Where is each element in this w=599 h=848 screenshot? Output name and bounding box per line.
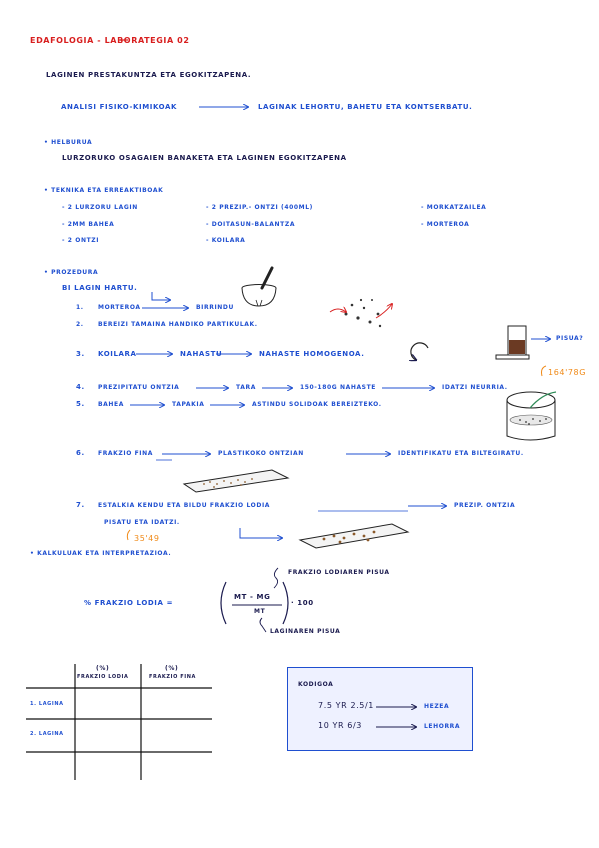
teknika-item: - MORTEROA — [421, 221, 470, 228]
step-text: ASTINDU SOLIDOAK BEREIZTEKO. — [252, 401, 382, 408]
sieve-icon — [506, 391, 557, 441]
mortar-icon — [241, 266, 277, 307]
step-text: 150-180g NAHASTE — [300, 384, 376, 391]
formula-drawing — [220, 567, 289, 633]
step-number: 2. — [76, 321, 84, 328]
step-text: TARA — [236, 384, 256, 391]
step-text: PREZIP. ONTZIA — [454, 502, 516, 509]
step-text: ESTALKIA KENDU ETA BILDU FRAKZIO LODIA — [98, 502, 271, 509]
kodigoa-heading: KODIGOA — [298, 681, 334, 688]
step-text: FRAKZIO FINA — [98, 450, 153, 457]
tray-coarse-icon — [298, 523, 410, 549]
step-text: IDATZI NEURRIA. — [442, 384, 508, 391]
teknika-item: - 2 ONTZI — [62, 237, 100, 244]
note-top: FRAKZIO LODIAREN PISUA — [288, 569, 390, 576]
step-text: MORTEROA — [98, 304, 141, 311]
kodigoa-meaning: LEHORRA — [424, 723, 461, 730]
kalkuluak-heading: • KALKULUAK ETA INTERPRETAZIOA. — [30, 550, 172, 557]
step-number: 1. — [76, 304, 84, 311]
table-col-header: FRAKZIO LODIA — [77, 674, 129, 680]
formula-denominator: mt — [254, 608, 266, 615]
pisua-label: PISUA? — [556, 335, 584, 342]
formula-label: % FRAKZIO LODIA = — [84, 599, 174, 607]
table-row-label: 2. LAGINA — [30, 731, 64, 737]
note-bottom: LAGINAREN PISUA — [270, 628, 341, 635]
step-text: BEREIZI TAMAINA HANDIKO PARTIKULAK. — [98, 321, 258, 328]
step-number: 3. — [76, 350, 85, 358]
weight-bracket — [126, 529, 131, 541]
teknikak-heading: • TEKNIKA ETA ERREAKTIBOAK — [44, 187, 164, 194]
table-col-unit: (%) — [165, 665, 179, 672]
analisi-right: LAGINAK LEHORTU, BAHETU ETA KONTSERBATU. — [258, 103, 473, 111]
step-text: NAHASTE HOMOGENOA. — [259, 350, 365, 358]
teknika-item: - 2mm BAHEA — [62, 221, 115, 228]
arrow-icon — [151, 292, 170, 300]
step-number: 6. — [76, 449, 85, 457]
step-text: PLASTIKOKO ONTZIAN — [218, 450, 304, 457]
step-number: 4. — [76, 383, 85, 391]
kodigoa-meaning: HEZEA — [424, 703, 450, 710]
helburua-text: LURZORUKO OSAGAIEN BANAKETA ETA LAGINEN … — [62, 154, 347, 162]
teknika-item: - 2 PREZIP.- ONTZI (400mL) — [206, 204, 313, 211]
prozedura-intro: BI LAGIN HARTU. — [62, 284, 138, 292]
teknika-item: - DOITASUN-BALANTZA — [206, 221, 296, 228]
step-text: PISATU ETA IDATZI. — [104, 519, 180, 526]
helburua-heading: • HELBURUA — [44, 139, 93, 146]
step-number: 5. — [76, 400, 85, 408]
rotate-arrow-icon — [411, 342, 429, 360]
kodigoa-code: 10 YR 6/3 — [318, 721, 362, 730]
step-number: 7. — [76, 501, 85, 509]
analisi-left: ANALISI FISIKO-KIMIKOAK — [61, 103, 178, 111]
weight-bracket — [541, 365, 547, 377]
particles-icon — [329, 298, 392, 328]
step-text: BIRRINDU — [196, 304, 234, 311]
step-text: PREZIPITATU ONTZIA — [98, 384, 180, 391]
step-text: BAHEA — [98, 401, 124, 408]
page-title: EDAFOLOGIA - LABORATEGIA 02 — [30, 36, 190, 45]
teknika-item: - KOILARA — [206, 237, 246, 244]
results-table-grid — [26, 664, 212, 780]
formula-numerator: mt - mg — [234, 593, 271, 601]
teknika-item: - 2 LURZORU LAGIN — [62, 204, 138, 211]
balance-icon — [495, 325, 530, 360]
step-text: IDENTIFIKATU ETA BILTEGIRATU. — [398, 450, 524, 457]
prozedura-heading: • PROZEDURA — [44, 269, 99, 276]
table-col-header: FRAKZIO FINA — [149, 674, 197, 680]
tray-fine-icon — [182, 469, 290, 493]
page-subtitle: LAGINEN PRESTAKUNTZA ETA EGOKITZAPENA. — [46, 71, 252, 79]
formula-multiplier: · 100 — [291, 599, 314, 607]
teknika-item: - MORKATZAILEA — [421, 204, 487, 211]
arrow-icon — [239, 528, 282, 538]
step-text: NAHASTU — [180, 350, 223, 358]
step-text: TAPAKIA — [172, 401, 205, 408]
step-text: KOILARA — [98, 350, 137, 358]
weight-annotation-2: 35'49 — [134, 534, 160, 543]
table-col-unit: (%) — [96, 665, 110, 672]
kodigoa-code: 7.5 YR 2.5/1 — [318, 701, 374, 710]
weight-annotation-1: 164'78g — [548, 368, 587, 377]
kodigoa-box — [287, 667, 473, 751]
table-row-label: 1. LAGINA — [30, 701, 64, 707]
